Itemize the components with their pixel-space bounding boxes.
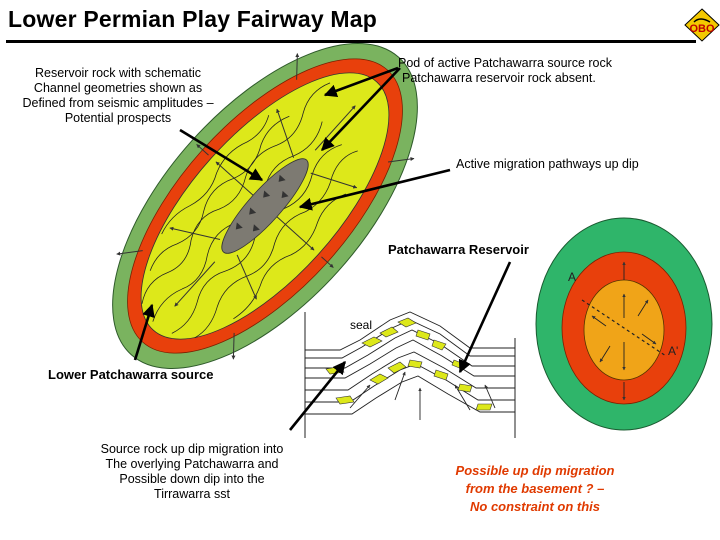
lower-patchawarra-source-label: Lower Patchawarra source	[48, 367, 268, 382]
basement-note-line-1: Possible up dip migration	[410, 462, 660, 480]
reservoir-note-line-1: Reservoir rock with schematic	[4, 66, 232, 81]
pod-note: Pod of active Patchawarra source rock Pa…	[398, 56, 658, 86]
reservoir-note-line-4: Potential prospects	[4, 111, 232, 126]
reservoir-note: Reservoir rock with schematic Channel ge…	[4, 66, 232, 126]
basement-note-line-3: No constraint on this	[410, 498, 660, 516]
pod-note-line-1: Pod of active Patchawarra source rock	[398, 56, 658, 71]
source-note: Source rock up dip migration into The ov…	[62, 442, 322, 502]
basement-note-line-2: from the basement ? –	[410, 480, 660, 498]
section-a-prime-label: A'	[668, 344, 678, 359]
cross-section	[305, 312, 515, 438]
migration-note: Active migration pathways up dip	[456, 157, 696, 172]
seal-label: seal	[350, 318, 372, 333]
reservoir-note-line-3: Defined from seismic amplitudes –	[4, 96, 232, 111]
reservoir-note-line-2: Channel geometries shown as	[4, 81, 232, 96]
basement-note: Possible up dip migration from the basem…	[410, 462, 660, 516]
patchawarra-reservoir-label: Patchawarra Reservoir	[388, 242, 588, 257]
source-note-line-3: Possible down dip into the	[62, 472, 322, 487]
source-note-line-2: The overlying Patchawarra and	[62, 457, 322, 472]
source-note-line-1: Source rock up dip migration into	[62, 442, 322, 457]
pod-note-line-2: Patchawarra reservoir rock absent.	[398, 71, 658, 86]
section-a-label: A	[568, 270, 576, 285]
source-note-line-4: Tirrawarra sst	[62, 487, 322, 502]
